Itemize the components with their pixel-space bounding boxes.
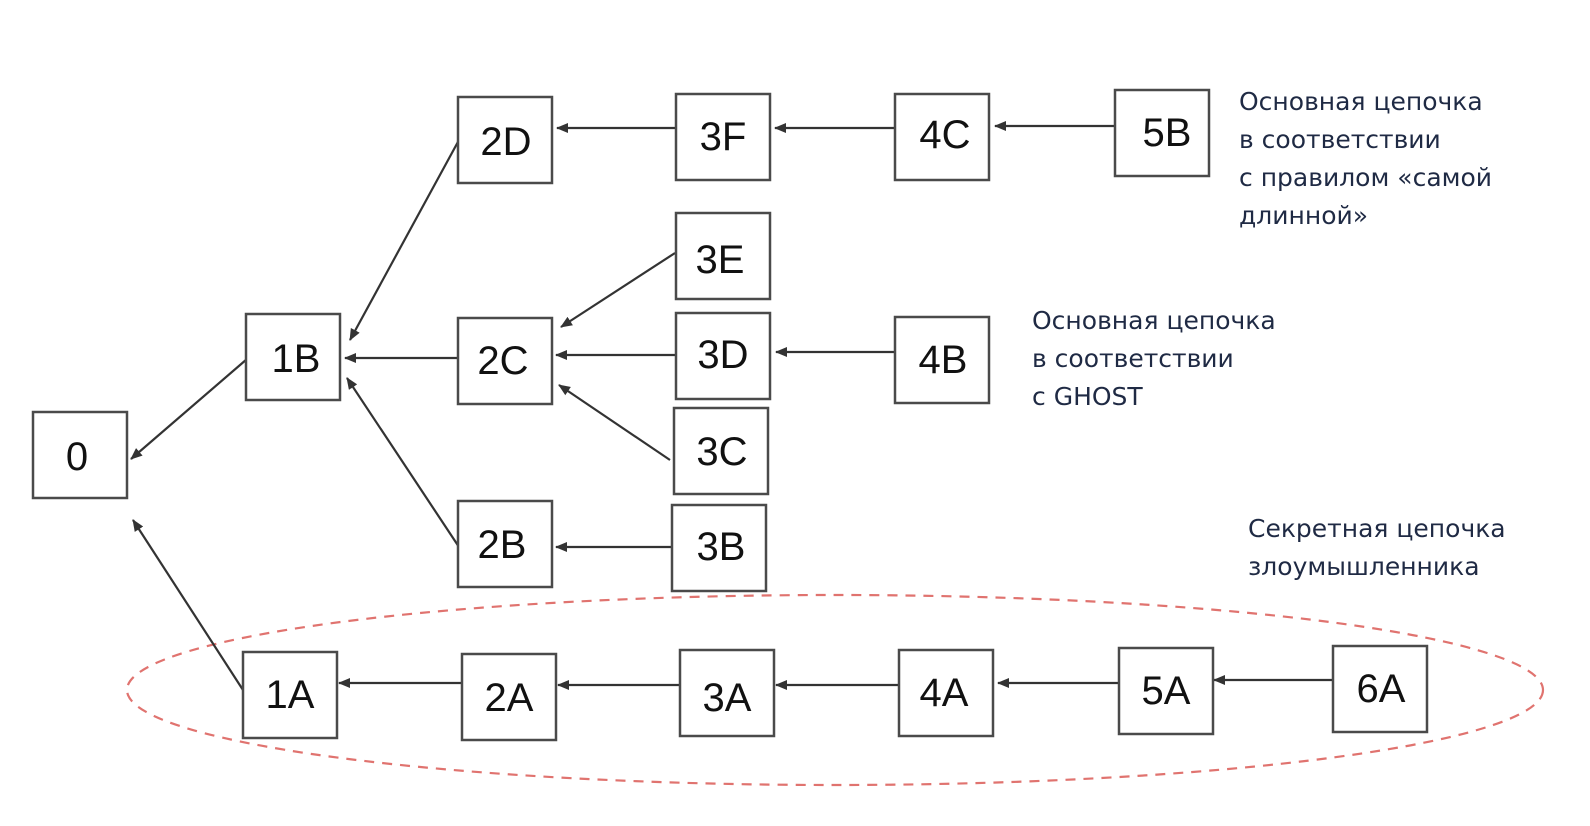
block-label: 3B	[697, 525, 746, 569]
block-3C: 3C	[672, 406, 770, 496]
edge-2B-to-1B	[346, 377, 460, 548]
annotation-line: с GHOST	[1032, 382, 1143, 411]
edge-1B-to-0	[130, 358, 248, 460]
block-label: 4B	[919, 338, 968, 382]
annotation-ghost-chain: Основная цепочка в соответствии с GHOST	[1032, 302, 1276, 416]
block-3D: 3D	[674, 311, 772, 401]
block-label: 2B	[478, 523, 527, 567]
block-label: 2C	[477, 339, 528, 383]
edge-3E-to-2C	[560, 252, 676, 328]
annotation-line: Основная цепочка	[1239, 87, 1483, 116]
block-label: 1B	[272, 337, 321, 381]
block-label: 4C	[919, 113, 970, 157]
block-label: 3A	[703, 676, 752, 720]
block-2D: 2D	[456, 95, 554, 185]
block-label: 2D	[480, 120, 531, 164]
annotation-line: длинной»	[1239, 201, 1369, 230]
edges	[130, 121, 1333, 691]
block-4C: 4C	[893, 92, 991, 182]
block-label: 5B	[1143, 111, 1192, 155]
block-label: 1A	[266, 673, 315, 717]
edge-1A-to-0	[132, 519, 244, 691]
block-label: 6A	[1357, 667, 1406, 711]
block-4B: 4B	[893, 315, 991, 405]
block-label: 5A	[1142, 669, 1191, 713]
block-5B: 5B	[1113, 88, 1211, 178]
block-label: 3D	[697, 333, 748, 377]
block-5A: 5A	[1117, 646, 1215, 736]
block-0: 0	[31, 410, 129, 500]
annotation-line: злоумышленника	[1248, 552, 1480, 581]
block-3E: 3E	[674, 211, 772, 301]
annotation-longest-chain: Основная цепочка в соответствии с правил…	[1239, 83, 1492, 235]
annotation-line: Секретная цепочка	[1248, 514, 1506, 543]
block-1A: 1A	[241, 650, 339, 740]
block-label: 3F	[700, 115, 747, 159]
block-3F: 3F	[674, 92, 772, 182]
block-label: 0	[66, 435, 88, 479]
block-2A: 2A	[460, 652, 558, 742]
annotation-line: в соответствии	[1239, 125, 1441, 154]
annotation-secret-chain: Секретная цепочка злоумышленника	[1248, 510, 1506, 586]
block-6A: 6A	[1331, 644, 1429, 734]
block-1B: 1B	[244, 312, 342, 402]
secret-chain-ellipse	[125, 593, 1545, 787]
annotation-line: в соответствии	[1032, 344, 1234, 373]
edge-3C-to-2C	[558, 384, 671, 461]
annotation-line: с правилом «самой	[1239, 163, 1493, 192]
block-3B: 3B	[670, 503, 768, 593]
block-3A: 3A	[678, 648, 776, 738]
block-label: 2A	[485, 676, 534, 720]
block-4A: 4A	[897, 648, 995, 738]
annotation-line: Основная цепочка	[1032, 306, 1276, 335]
block-label: 4A	[920, 671, 969, 715]
block-label: 3E	[696, 238, 745, 282]
edge-2D-to-1B	[349, 139, 460, 341]
block-2B: 2B	[456, 499, 554, 589]
block-2C: 2C	[456, 316, 554, 406]
block-label: 3C	[696, 430, 747, 474]
